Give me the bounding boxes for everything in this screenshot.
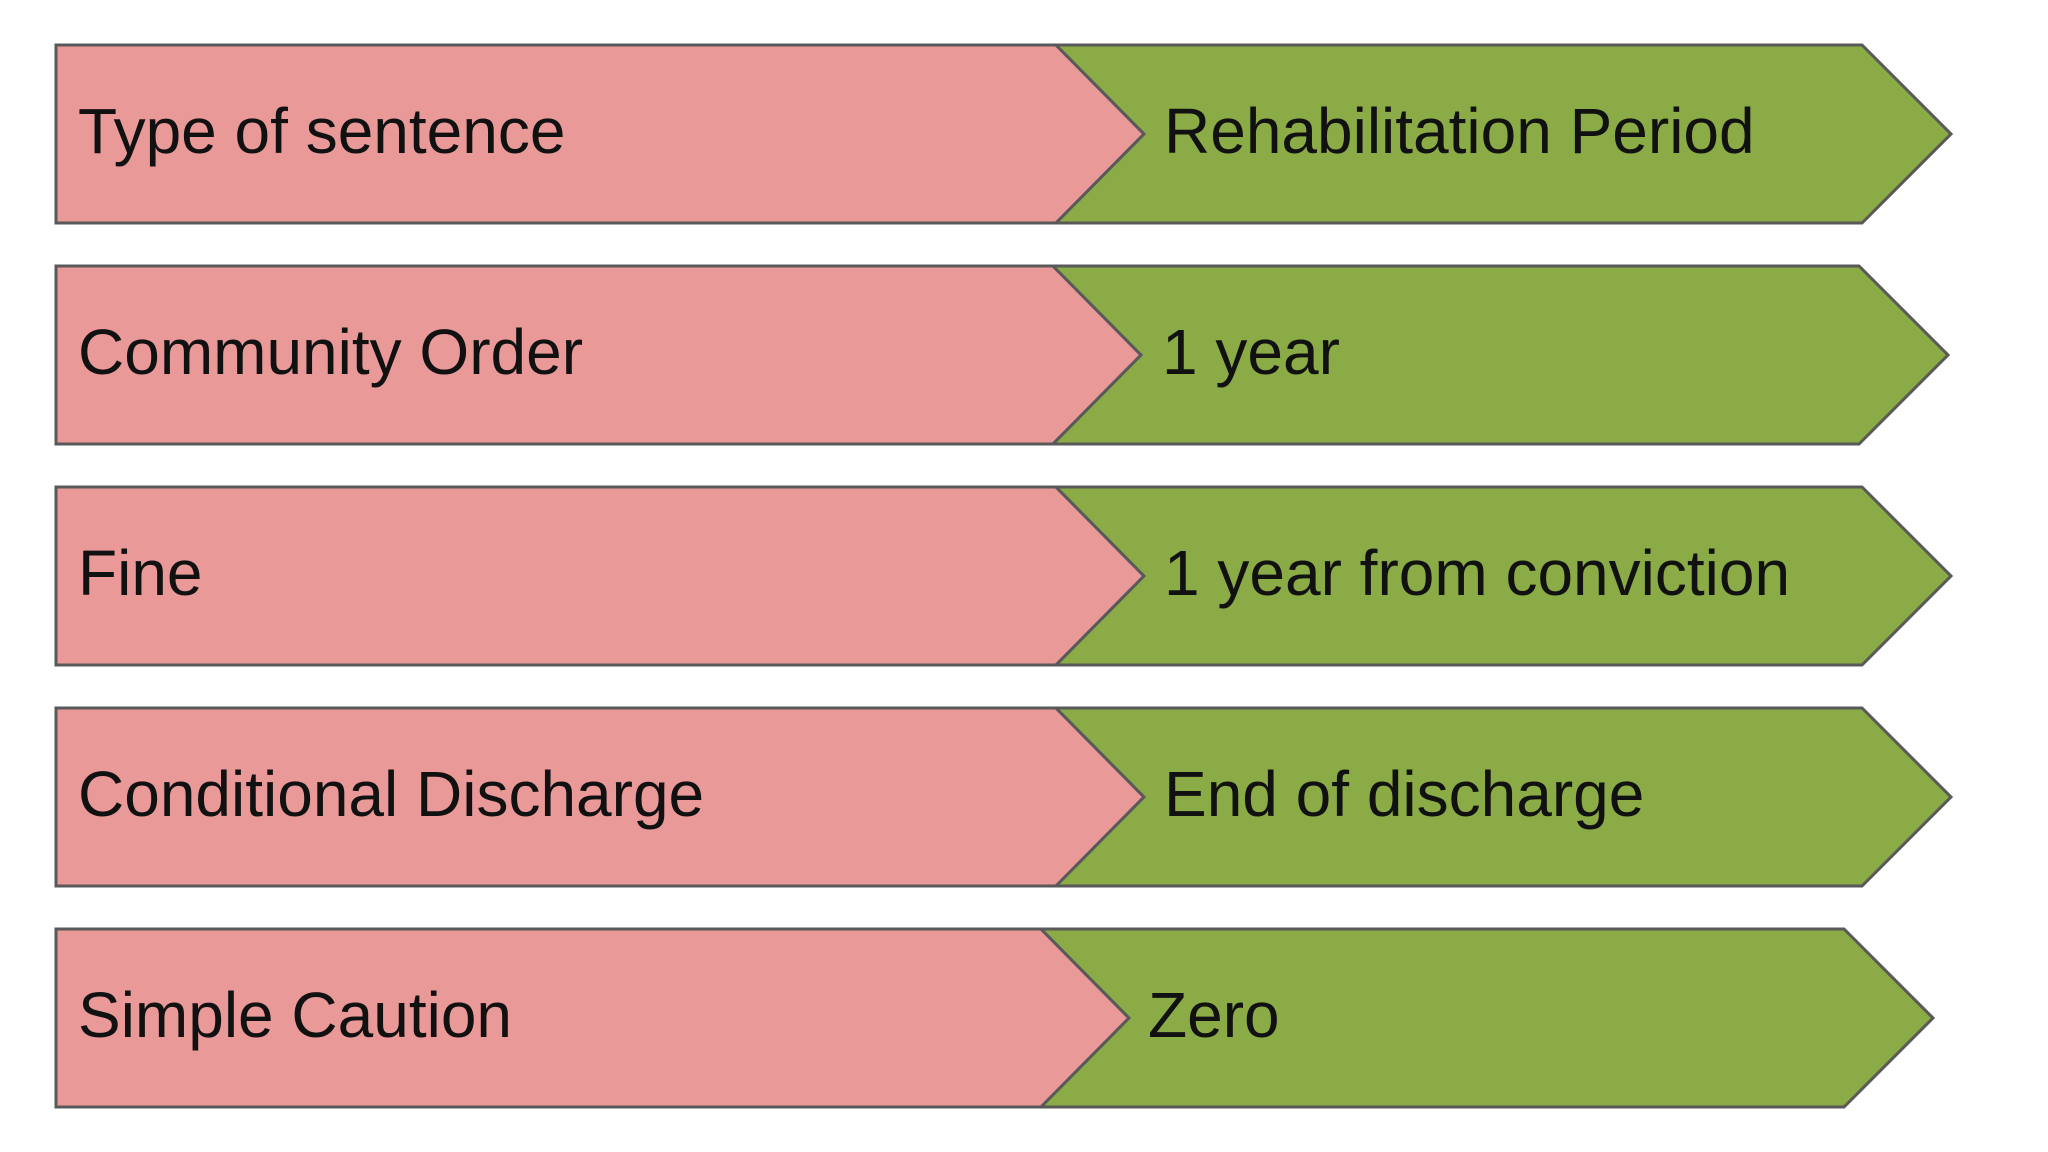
right-chevron bbox=[1049, 264, 1951, 446]
diagram-row: Type of sentence Rehabilitation Period bbox=[54, 43, 1954, 225]
right-label: End of discharge bbox=[1164, 758, 1644, 830]
left-label: Simple Caution bbox=[78, 979, 512, 1051]
left-label: Fine bbox=[78, 537, 203, 609]
diagram-row: Community Order 1 year bbox=[54, 264, 1951, 446]
left-label: Community Order bbox=[78, 316, 583, 388]
left-label: Conditional Discharge bbox=[78, 758, 704, 830]
left-chevron bbox=[54, 485, 1147, 667]
right-chevron bbox=[1052, 706, 1954, 888]
right-label: Zero bbox=[1148, 979, 1280, 1051]
diagram-row: Simple Caution Zero bbox=[54, 927, 1936, 1109]
right-chevron bbox=[1052, 43, 1954, 225]
left-label: Type of sentence bbox=[78, 95, 565, 167]
right-chevron bbox=[1037, 927, 1936, 1109]
right-label: 1 year from conviction bbox=[1164, 537, 1790, 609]
diagram-row: Conditional Discharge End of discharge bbox=[54, 706, 1954, 888]
right-label: Rehabilitation Period bbox=[1164, 95, 1755, 167]
diagram-row: Fine 1 year from conviction bbox=[54, 485, 1954, 667]
right-chevron bbox=[1052, 485, 1954, 667]
right-label: 1 year bbox=[1162, 316, 1340, 388]
